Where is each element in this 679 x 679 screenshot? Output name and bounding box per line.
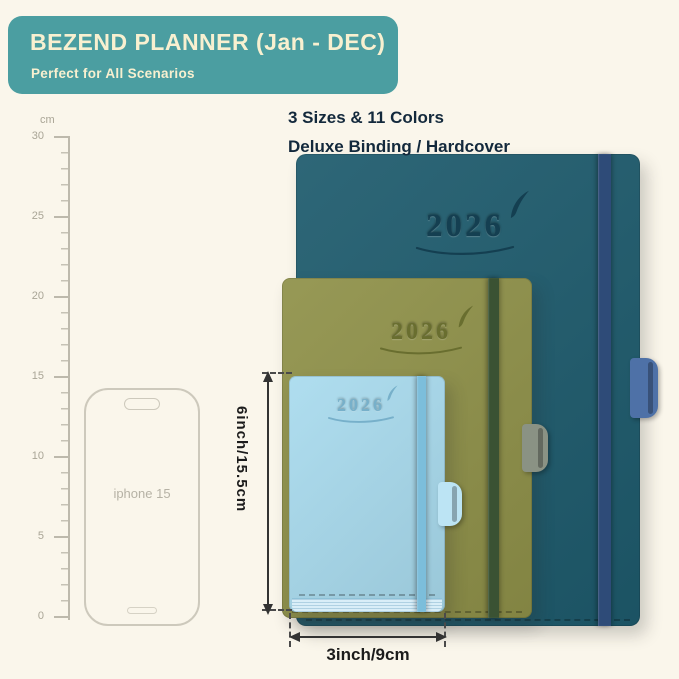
year-emboss-large: 2026 xyxy=(401,190,529,257)
ruler-unit-label: cm xyxy=(40,114,55,126)
width-guide-right xyxy=(444,613,446,647)
elastic-band-large xyxy=(598,154,611,626)
feature-line-sizes: 3 Sizes & 11 Colors xyxy=(288,108,444,127)
banner-title: BEZEND PLANNER (Jan - DEC) xyxy=(30,29,386,55)
phone-bottom-bar xyxy=(127,607,157,614)
feature-line-binding: Deluxe Binding / Hardcover xyxy=(288,137,510,156)
banner-subtitle: Perfect for All Scenarios xyxy=(31,66,195,81)
feather-icon xyxy=(510,190,529,219)
phone-notch xyxy=(124,398,160,410)
year-emboss-small: 2026 xyxy=(319,385,403,424)
elastic-band-small xyxy=(417,376,426,612)
ruler-line xyxy=(68,136,70,620)
height-dimension-arrow xyxy=(263,371,273,615)
ruler-number-15: 15 xyxy=(31,370,44,382)
width-dimension-label: 3inch/9cm xyxy=(326,645,410,664)
height-dimension-label: 6inch/15.5cm xyxy=(233,406,250,513)
pen-loop-slot xyxy=(648,362,653,414)
feather-icon xyxy=(458,305,474,328)
ruler-number-30: 30 xyxy=(31,130,44,142)
swoosh-underline xyxy=(328,416,394,423)
ruler-number-0: 0 xyxy=(37,610,44,622)
pen-loop-slot xyxy=(452,486,457,522)
width-dimension-arrow xyxy=(289,632,447,642)
pen-loop-slot xyxy=(538,428,543,468)
feather-icon xyxy=(387,385,398,401)
width-guide-left xyxy=(289,613,291,647)
ruler-number-20: 20 xyxy=(31,290,44,302)
year-text: 2026 xyxy=(391,319,451,345)
year-emboss-medium: 2026 xyxy=(368,305,474,356)
phone-label: iphone 15 xyxy=(113,486,171,501)
pen-loop-small xyxy=(438,482,462,526)
page-edges xyxy=(292,598,442,612)
ruler-number-25: 25 xyxy=(31,210,44,222)
elastic-band-medium xyxy=(488,278,499,618)
planner-small: 2026 xyxy=(289,376,462,612)
phone-outline: iphone 15 xyxy=(84,388,200,626)
pen-loop-medium xyxy=(522,424,548,472)
height-guide-top xyxy=(262,372,292,374)
swoosh-underline xyxy=(415,245,515,255)
year-text: 2026 xyxy=(426,208,504,244)
title-banner: BEZEND PLANNER (Jan - DEC) Perfect for A… xyxy=(8,16,398,94)
stitch-line-large xyxy=(306,619,630,621)
feature-text: 3 Sizes & 11 Colors Deluxe Binding / Har… xyxy=(288,103,510,161)
height-guide-bottom xyxy=(262,609,292,611)
ruler-number-10: 10 xyxy=(31,450,44,462)
swoosh-underline xyxy=(380,346,462,355)
stitch-line-small xyxy=(299,594,435,596)
cm-ruler: cm 30 25 20 15 10 5 0 xyxy=(26,112,72,626)
year-text: 2026 xyxy=(337,395,385,415)
pen-loop-large xyxy=(630,358,658,418)
ruler-number-5: 5 xyxy=(37,530,44,542)
stitch-line-medium xyxy=(292,611,522,613)
ruler-major-ticks xyxy=(54,136,68,619)
